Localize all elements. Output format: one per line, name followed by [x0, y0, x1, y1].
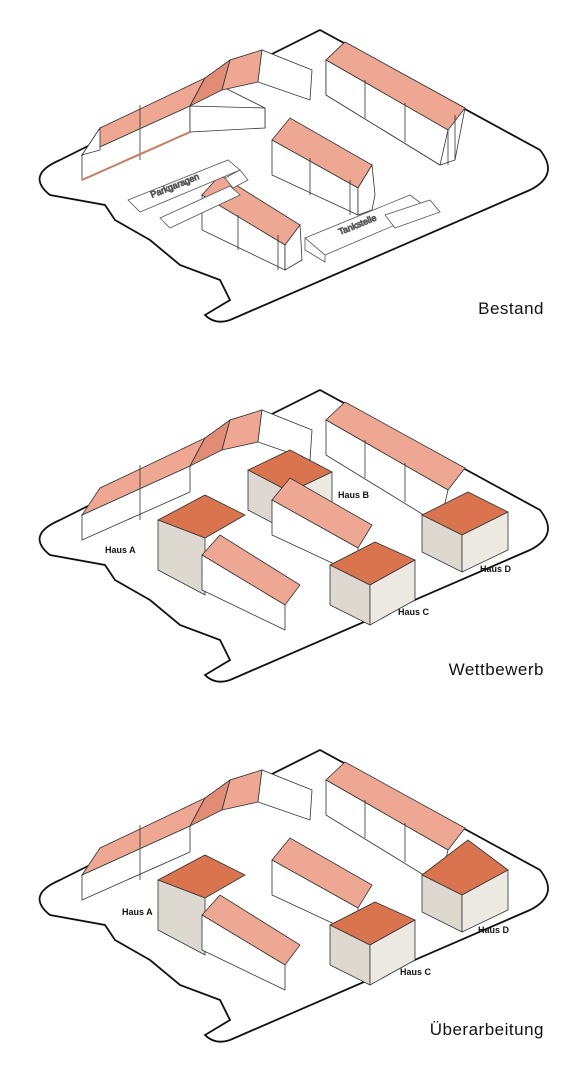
- house-a: [157, 854, 301, 991]
- building-row-west: [80, 409, 313, 541]
- panel-bestand: Parkgaragen Tankstelle Bestand: [0, 0, 584, 360]
- panel-wettbewerb: Haus A Haus B Haus C Haus D Wettbewerb: [0, 360, 584, 720]
- label-haus-a: Haus A: [105, 545, 136, 555]
- label-haus-b: Haus B: [338, 490, 370, 500]
- panel-ueberarbeitung: Haus A Haus C Haus D Überarbeitung: [0, 720, 584, 1080]
- house-d: [421, 491, 509, 573]
- label-haus-d: Haus D: [480, 564, 512, 574]
- label-haus-c: Haus C: [400, 967, 432, 977]
- gas-station: Tankstelle: [304, 194, 441, 263]
- label-haus-c: Haus C: [398, 607, 430, 617]
- caption-wettbewerb: Wettbewerb: [448, 660, 544, 679]
- diagram-ueberarbeitung: Haus A Haus C Haus D: [38, 748, 549, 1043]
- building-row-east: [325, 401, 466, 526]
- house-c: [329, 541, 416, 626]
- building-row-east: [325, 761, 466, 886]
- label-haus-a: Haus A: [122, 907, 153, 917]
- house-a: [157, 494, 301, 631]
- house-c: [329, 901, 416, 986]
- caption-bestand: Bestand: [478, 299, 544, 318]
- building-row-east: [325, 41, 466, 166]
- diagram-bestand: Parkgaragen Tankstelle: [38, 28, 549, 323]
- label-haus-d: Haus D: [478, 925, 510, 935]
- house-d: [421, 839, 509, 933]
- diagram-wettbewerb: Haus A Haus B Haus C Haus D: [38, 388, 549, 683]
- building-central: [271, 117, 376, 216]
- caption-ueberarbeitung: Überarbeitung: [429, 1020, 544, 1039]
- building-row-west: [80, 769, 313, 901]
- building-row-west: [80, 49, 313, 181]
- house-b: [247, 449, 373, 576]
